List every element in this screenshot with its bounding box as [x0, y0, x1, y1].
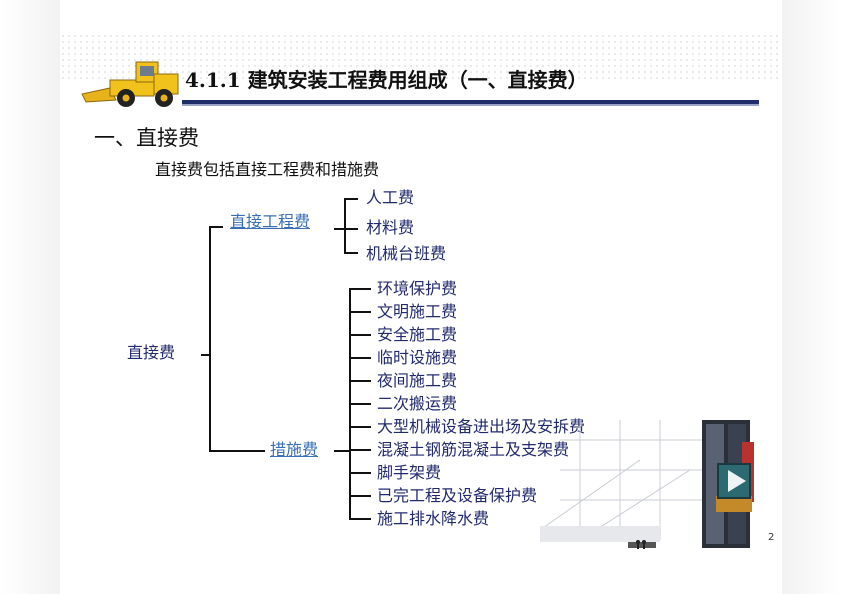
cost-item: 文明施工费 — [377, 302, 458, 321]
branch2-tick — [349, 472, 371, 474]
section-subtitle: 直接费包括直接工程费和措施费 — [155, 160, 380, 179]
root-connector — [201, 354, 210, 356]
branch2-tick — [349, 518, 371, 520]
branch2-tick — [349, 495, 371, 497]
title-underline-shadow — [182, 104, 759, 106]
cost-item: 机械台班费 — [366, 244, 447, 263]
cost-item: 环境保护费 — [377, 279, 458, 298]
cost-item: 混凝土钢筋混凝土及支架费 — [377, 440, 570, 459]
cost-item: 二次搬运费 — [377, 394, 458, 413]
tree-root-label: 直接费 — [127, 343, 176, 362]
cost-item: 材料费 — [366, 218, 415, 237]
branch2-tick — [349, 403, 371, 405]
cost-item: 脚手架费 — [377, 463, 442, 482]
slide — [60, 33, 782, 565]
branch1-connector — [334, 228, 344, 230]
left-margin-shade — [0, 0, 60, 594]
branch1-tick-1 — [344, 198, 358, 200]
page-number: 2 — [768, 532, 775, 543]
branch2-tick — [349, 380, 371, 382]
cost-item: 人工费 — [366, 188, 415, 207]
branch2-tick — [349, 334, 371, 336]
root-bracket — [209, 226, 211, 452]
branch2-tick — [349, 426, 371, 428]
cost-item: 大型机械设备进出场及安拆费 — [377, 417, 586, 436]
section-heading: 一、直接费 — [94, 126, 199, 150]
branch2-tick — [349, 311, 371, 313]
branch1-bracket — [344, 198, 346, 254]
cost-item: 夜间施工费 — [377, 371, 458, 390]
wheel-loader-icon — [81, 61, 179, 107]
branch-link-measures-cost[interactable]: 措施费 — [270, 440, 319, 459]
slide-title: 4.1.1 建筑安装工程费用组成（一、直接费） — [185, 68, 588, 92]
branch2-tick — [349, 357, 371, 359]
play-icon — [728, 470, 746, 492]
cost-item: 安全施工费 — [377, 325, 458, 344]
right-margin-shade — [782, 0, 841, 594]
header-dot-pattern — [60, 33, 782, 83]
branch1-tick-3 — [344, 252, 358, 254]
branch2-tick — [349, 288, 371, 290]
branch-link-direct-engineering-cost[interactable]: 直接工程费 — [230, 212, 311, 231]
branch-tick-1 — [209, 226, 223, 228]
branch1-tick-2 — [344, 228, 358, 230]
branch2-connector — [334, 450, 349, 452]
cost-item: 已完工程及设备保护费 — [377, 486, 538, 505]
cost-item: 临时设施费 — [377, 348, 458, 367]
branch2-tick — [349, 449, 371, 451]
branch-tick-2 — [209, 450, 265, 452]
title-underline — [182, 100, 759, 104]
cost-item: 施工排水降水费 — [377, 509, 490, 528]
building-illustration — [539, 420, 754, 549]
